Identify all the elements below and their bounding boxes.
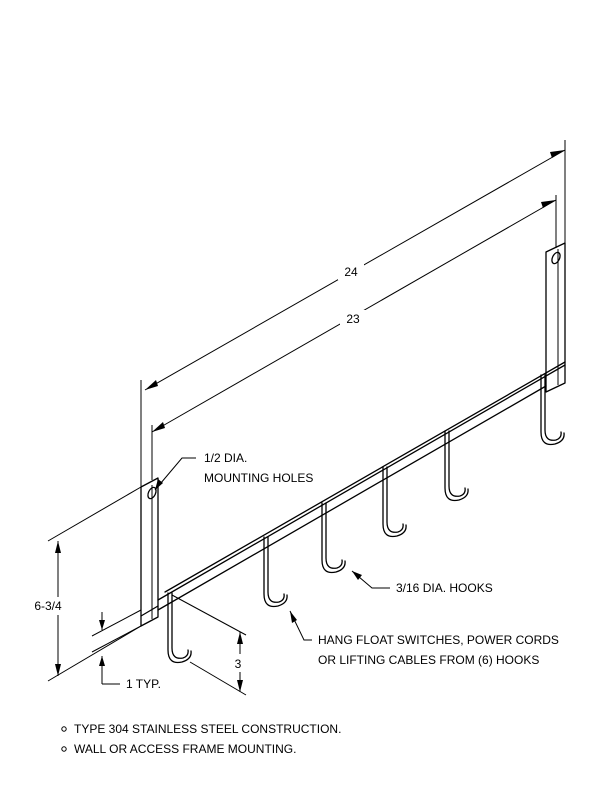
note-bullet bbox=[61, 726, 67, 732]
callout-hang: HANG FLOAT SWITCHES, POWER CORDS OR LIFT… bbox=[289, 610, 559, 667]
mounting-holes-line2: MOUNTING HOLES bbox=[204, 471, 313, 485]
notes: TYPE 304 STAINLESS STEEL CONSTRUCTION. W… bbox=[61, 722, 341, 756]
note-2: WALL OR ACCESS FRAME MOUNTING. bbox=[74, 742, 296, 756]
hook-2 bbox=[263, 536, 288, 608]
note-1: TYPE 304 STAINLESS STEEL CONSTRUCTION. bbox=[74, 722, 341, 736]
hooks bbox=[167, 374, 565, 664]
dimension-23: 23 bbox=[151, 195, 557, 480]
dimension-1-typ-label: 1 TYP. bbox=[126, 677, 161, 691]
hook-1 bbox=[167, 592, 192, 664]
callout-mounting-holes: 1/2 DIA. MOUNTING HOLES bbox=[154, 451, 313, 491]
dimension-24: 24 bbox=[140, 140, 566, 487]
dimension-3: 3 bbox=[171, 594, 250, 696]
right-mounting-tab bbox=[545, 242, 566, 393]
callout-hooks: 3/16 DIA. HOOKS bbox=[351, 570, 493, 595]
hook-6 bbox=[540, 374, 565, 446]
left-mounting-hole bbox=[147, 486, 157, 500]
bracket-shelf bbox=[140, 361, 566, 617]
dimension-height-label: 6-3/4 bbox=[34, 599, 62, 613]
hang-line2: OR LIFTING CABLES FROM (6) HOOKS bbox=[318, 653, 539, 667]
hooks-label: 3/16 DIA. HOOKS bbox=[396, 581, 493, 595]
mounting-holes-line1: 1/2 DIA. bbox=[204, 451, 247, 465]
bracket bbox=[140, 242, 566, 627]
note-bullet bbox=[61, 746, 67, 752]
left-mounting-tab bbox=[140, 477, 159, 627]
hang-line1: HANG FLOAT SWITCHES, POWER CORDS bbox=[318, 633, 559, 647]
right-mounting-hole bbox=[551, 251, 561, 265]
hook-4 bbox=[382, 466, 407, 538]
dimension-23-label: 23 bbox=[346, 312, 360, 326]
hook-5 bbox=[444, 430, 469, 502]
dimension-1-typ: 1 TYP. bbox=[91, 609, 161, 691]
dimension-3-label: 3 bbox=[235, 657, 242, 671]
dimension-height: 6-3/4 bbox=[30, 486, 142, 682]
dimension-24-label: 24 bbox=[344, 265, 358, 279]
hook-3 bbox=[321, 502, 346, 574]
